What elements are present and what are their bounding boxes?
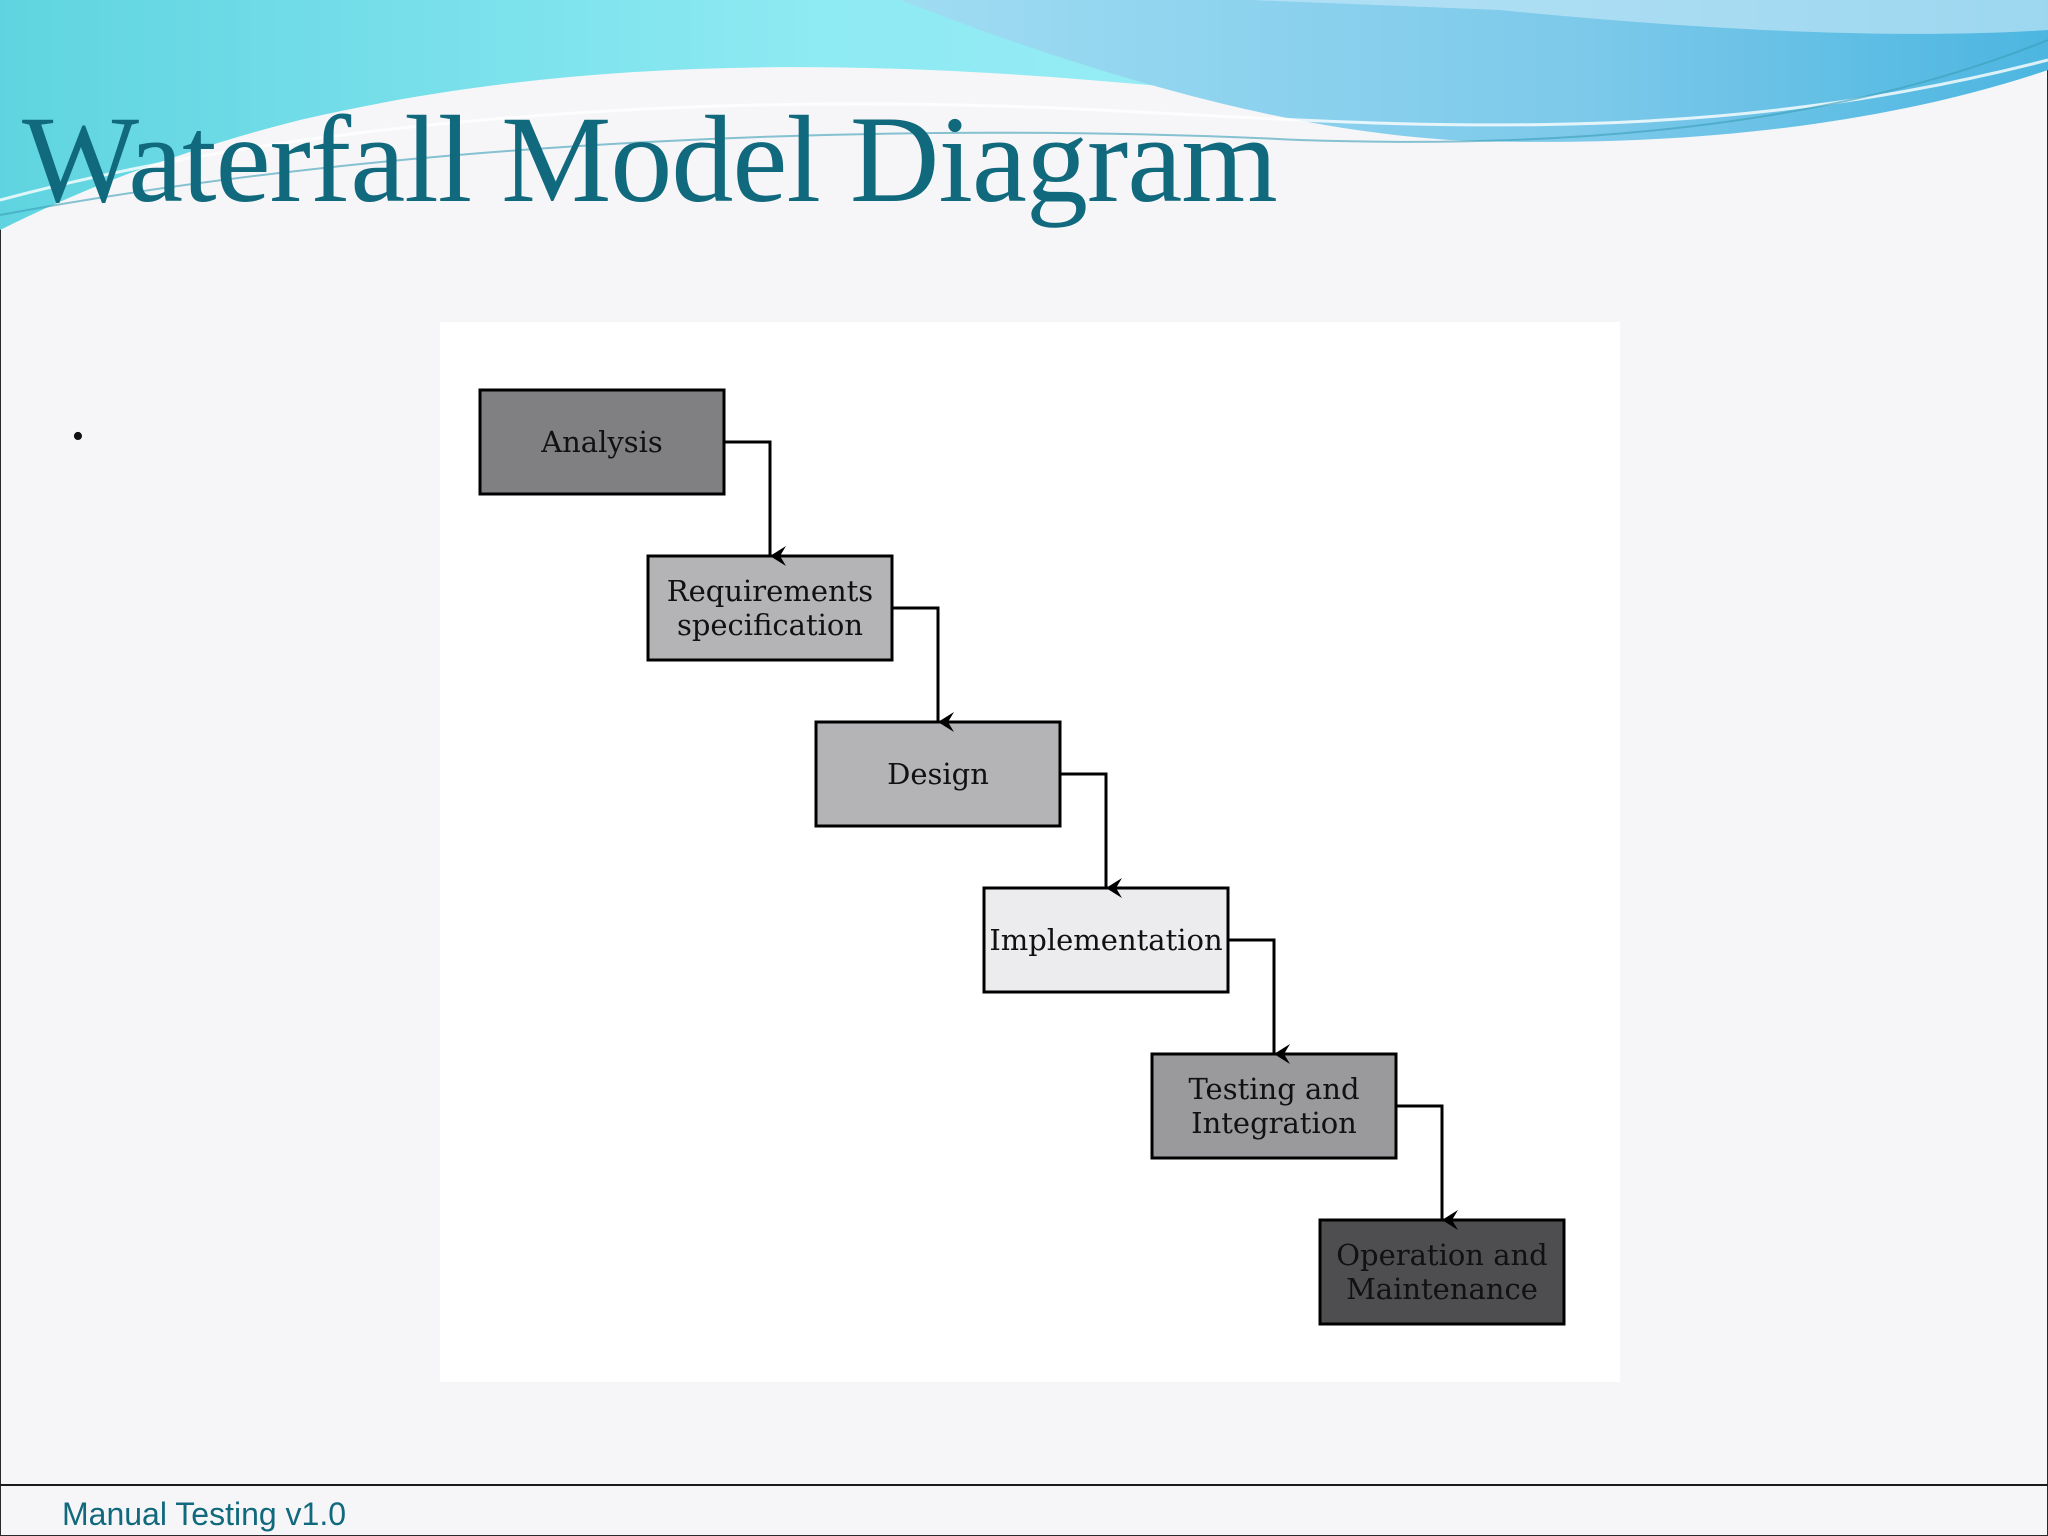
connector-arrow-4 [1228,938,1290,1064]
bullet-point: • [72,418,84,455]
diagram-canvas [478,388,1566,1326]
stage-label-3: Design [816,722,1060,826]
connector-arrow-1 [724,440,786,566]
stage-label-line2: Maintenance [1346,1272,1538,1306]
stage-label-line1: Requirements [666,574,874,608]
stage-label-line2: specification [676,608,864,642]
stage-label-1: Analysis [480,390,724,494]
stage-box-5 [1150,1052,1398,1160]
connector-arrow-3 [1060,772,1122,898]
stage-label-line1: Testing and [1188,1072,1360,1106]
stage-box-6 [1318,1218,1566,1326]
connector-arrow-2 [892,606,954,732]
header-wave [0,0,2048,230]
stage-box-1 [478,388,726,496]
stage-label-line2: Integration [1191,1106,1357,1140]
connector-arrow-5 [1396,1104,1458,1230]
stage-label-line1: Implementation [989,923,1223,957]
stage-box-3 [814,720,1062,828]
stage-label-line1: Analysis [541,425,663,459]
slide-title: Waterfall Model Diagram [22,91,1278,228]
stage-box-2 [646,554,894,662]
stage-label-line1: Operation and [1336,1238,1548,1272]
stage-label-4: Implementation [984,888,1228,992]
footer-text: Manual Testing v1.0 [62,1496,347,1532]
stage-label-line1: Design [887,757,989,791]
footer-divider [0,1484,2048,1486]
